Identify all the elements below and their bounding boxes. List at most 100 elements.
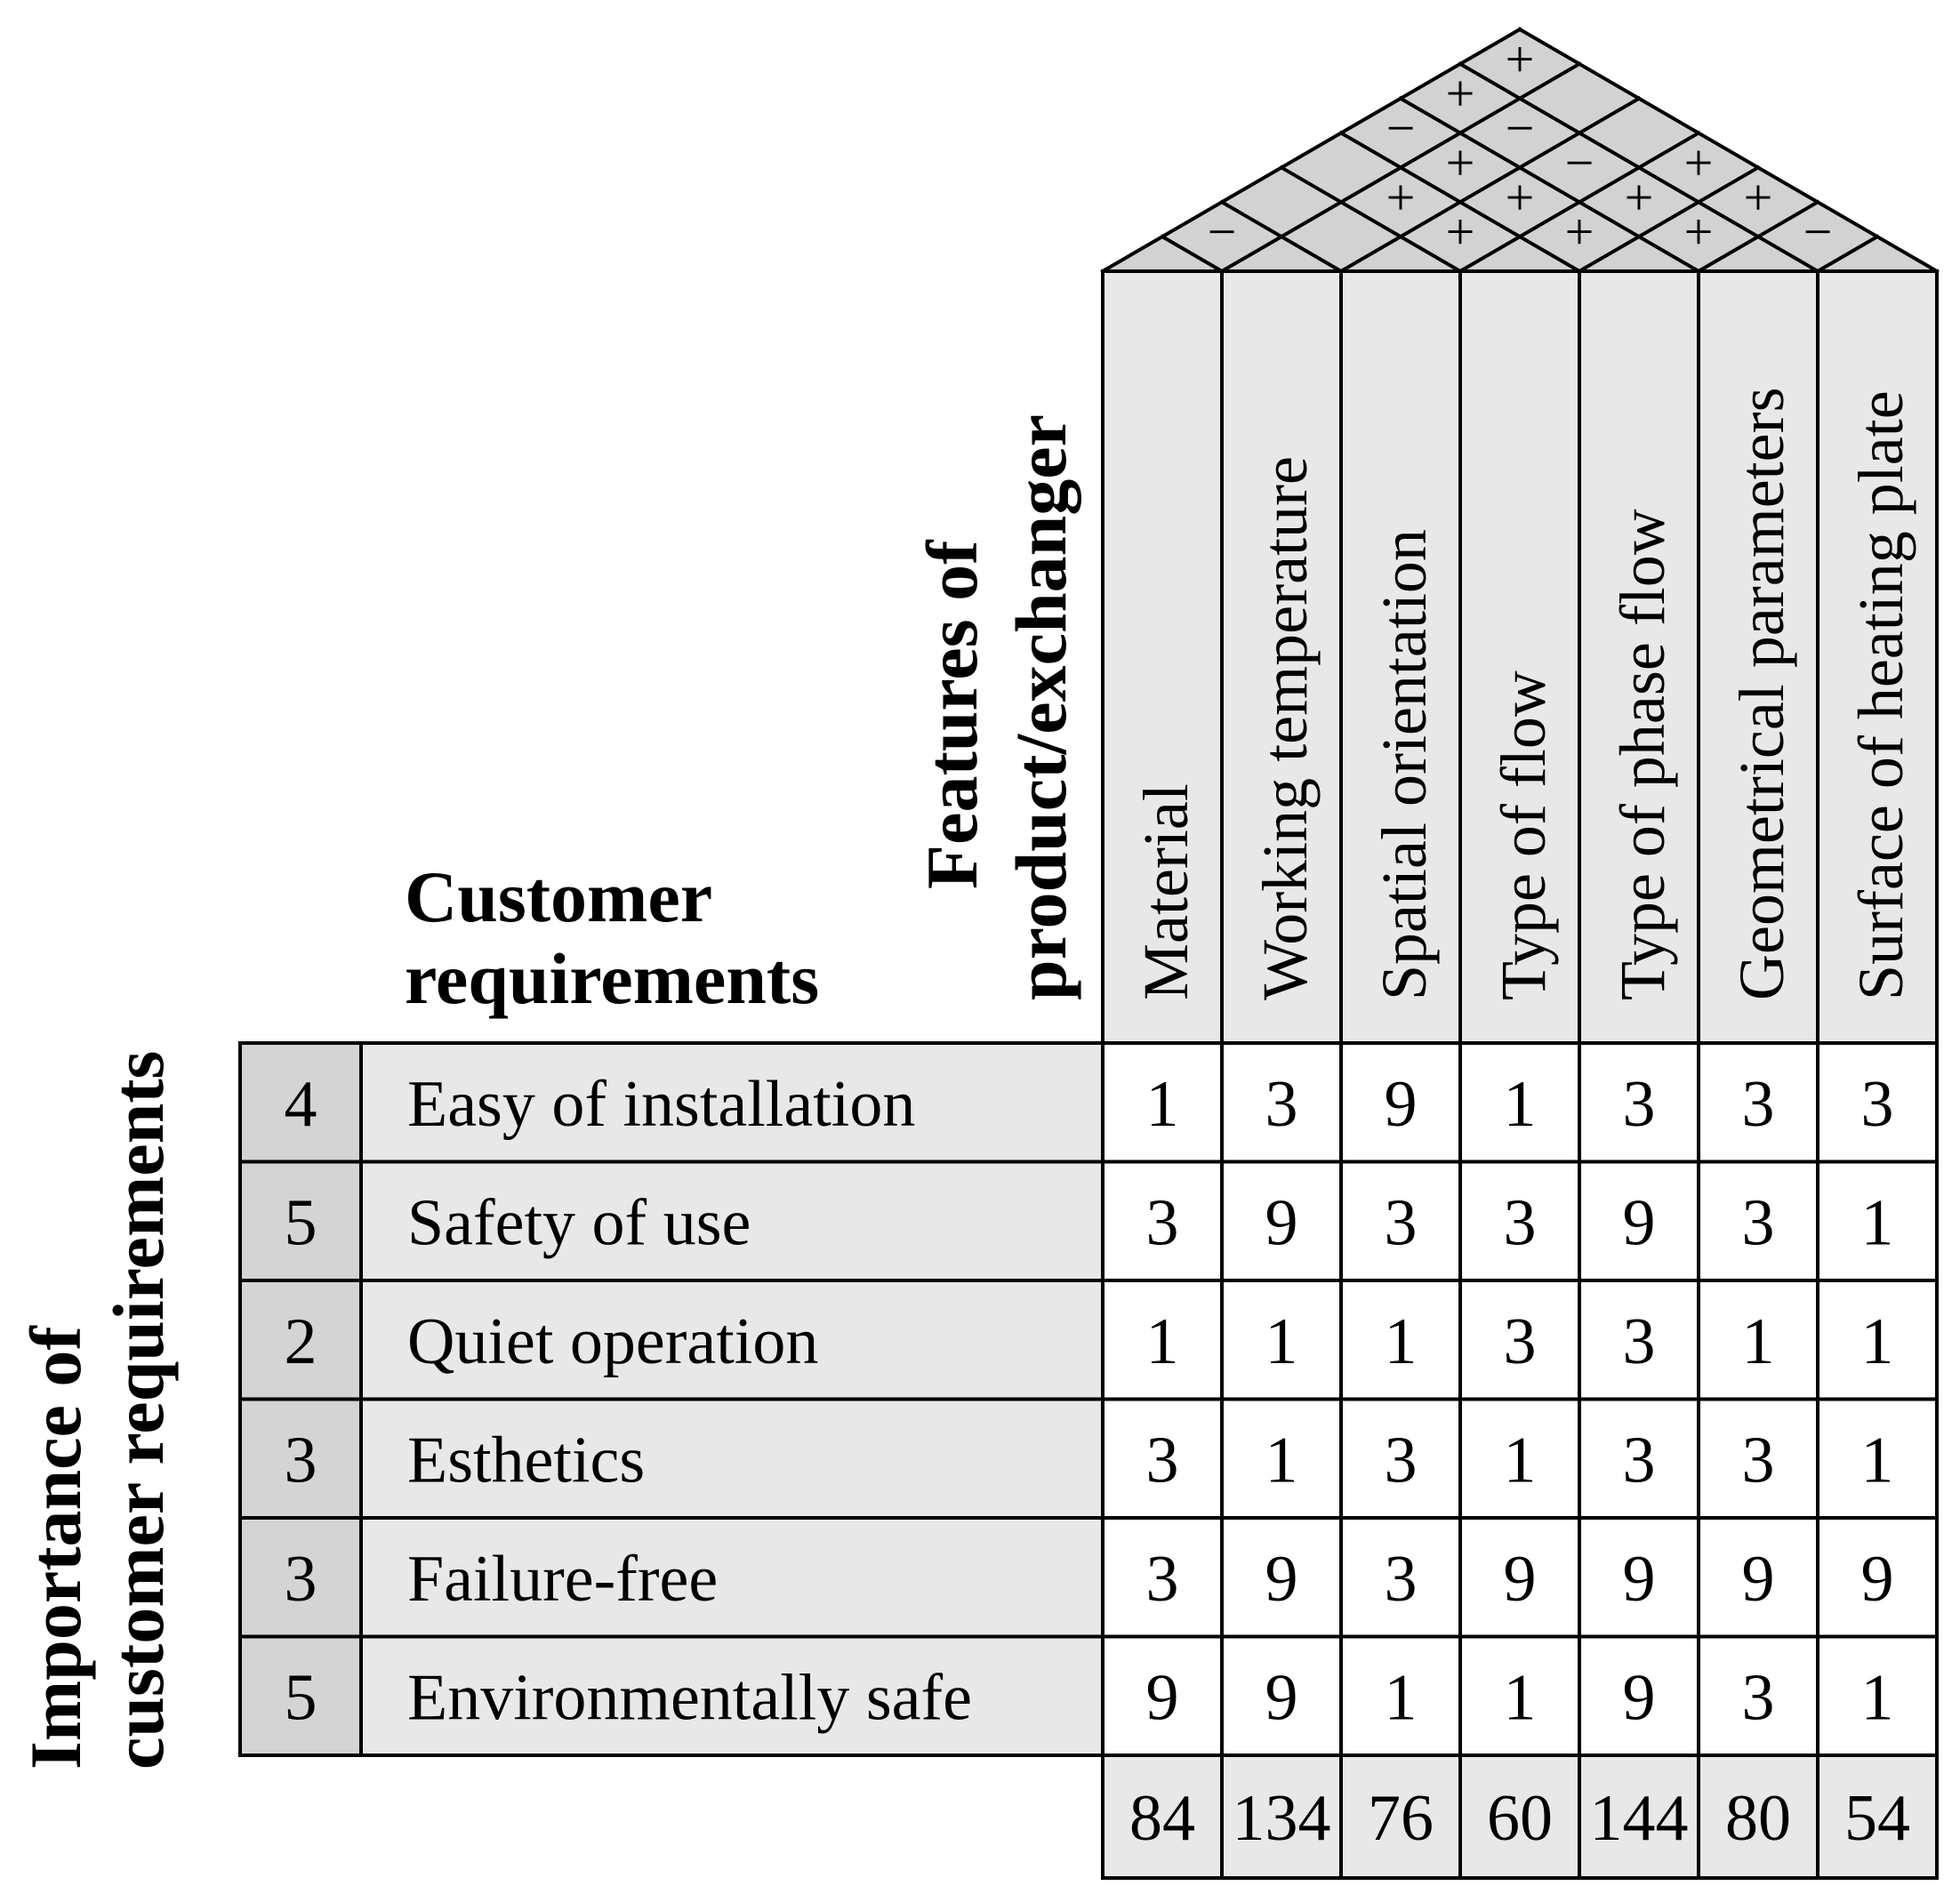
customer-requirements-header-line1: Customer	[405, 856, 712, 937]
roof-correlation-sign: +	[1625, 168, 1654, 226]
relationship-value: 3	[1623, 1305, 1656, 1378]
relationship-value: 1	[1146, 1068, 1179, 1141]
requirement-label: Easy of installation	[407, 1068, 915, 1141]
feature-total-value: 144	[1590, 1782, 1689, 1855]
relationship-value: 1	[1146, 1305, 1179, 1378]
roof-lattice-line-up	[1338, 95, 1642, 274]
roof-correlation-sign: −	[1565, 133, 1595, 191]
feature-header-label: Type of phase flow	[1607, 509, 1678, 1000]
totals-row-fill	[1103, 1755, 1937, 1878]
roof-correlation-sign: +	[1446, 65, 1475, 123]
relationship-value: 3	[1265, 1068, 1298, 1141]
roof-lattice-line-down	[1398, 95, 1701, 274]
requirement-label: Safety of use	[407, 1186, 751, 1259]
importance-value: 3	[285, 1543, 317, 1616]
importance-header-line2: customer requirements	[98, 1051, 179, 1770]
requirement-label: Environmentally safe	[407, 1661, 972, 1734]
features-header-line2: product/exchanger	[1000, 414, 1081, 1000]
roof-correlation-sign: −	[1803, 203, 1833, 261]
roof-correlation-sign: −	[1208, 203, 1237, 261]
requirement-label: Esthetics	[407, 1424, 645, 1497]
feature-header-fill	[1103, 271, 1937, 1043]
relationship-value: 3	[1742, 1661, 1775, 1734]
relationship-value: 1	[1385, 1305, 1418, 1378]
roof-lattice-line-up	[1577, 165, 1761, 274]
relationship-value: 1	[1385, 1661, 1418, 1734]
relationship-value: 9	[1265, 1543, 1298, 1616]
relationship-value: 9	[1504, 1543, 1537, 1616]
importance-value: 5	[285, 1186, 317, 1259]
roof-correlation-sign: +	[1684, 133, 1714, 191]
relationship-value: 9	[1742, 1543, 1775, 1616]
roof-lattice-line-down	[1160, 234, 1225, 274]
roof-left-edge	[1100, 27, 1522, 274]
roof-right-edge	[1517, 27, 1940, 274]
relationship-value: 1	[1742, 1305, 1775, 1378]
importance-value: 5	[285, 1661, 317, 1734]
roof-correlation-sign: +	[1386, 168, 1416, 226]
feature-total-value: 134	[1233, 1782, 1331, 1855]
roof-correlation-sign: +	[1565, 203, 1595, 261]
relationship-value: 3	[1385, 1543, 1418, 1616]
relationship-value: 3	[1146, 1543, 1179, 1616]
relationship-value: 9	[1623, 1661, 1656, 1734]
relationship-value: 3	[1504, 1186, 1537, 1259]
relationship-value: 9	[1146, 1661, 1179, 1734]
relationship-value: 3	[1146, 1424, 1179, 1497]
relationship-value: 1	[1504, 1661, 1537, 1734]
feature-total-value: 54	[1844, 1782, 1910, 1855]
importance-value: 3	[285, 1424, 317, 1497]
relationship-value: 9	[1623, 1186, 1656, 1259]
customer-requirements-header-line2: requirements	[405, 938, 819, 1019]
importance-value: 2	[285, 1305, 317, 1378]
feature-total-value: 76	[1368, 1782, 1434, 1855]
feature-header-label: Spatial orientation	[1369, 529, 1440, 1000]
importance-value: 4	[285, 1068, 317, 1141]
requirement-label: Quiet operation	[407, 1305, 818, 1378]
feature-header-label: Type of flow	[1488, 670, 1559, 1000]
relationship-value: 1	[1265, 1305, 1298, 1378]
roof-correlation-sign: +	[1446, 133, 1475, 191]
relationship-value: 3	[1504, 1305, 1537, 1378]
relationship-value: 3	[1146, 1186, 1179, 1259]
relationship-value: 1	[1265, 1424, 1298, 1497]
roof-correlation-sign: +	[1446, 203, 1475, 261]
relationship-value: 9	[1385, 1068, 1418, 1141]
feature-total-value: 84	[1129, 1782, 1195, 1855]
relationship-value: 3	[1385, 1424, 1418, 1497]
roof-correlation-sign: +	[1684, 203, 1714, 261]
relationship-value: 3	[1742, 1186, 1775, 1259]
relationship-value: 9	[1265, 1661, 1298, 1734]
roof-lattice-line-down	[1279, 165, 1463, 274]
relationship-value: 1	[1861, 1305, 1894, 1378]
roof-lattice-line-down	[1338, 130, 1582, 274]
roof-lattice-line-down	[1458, 61, 1820, 274]
relationship-value: 9	[1623, 1543, 1656, 1616]
relationship-value: 1	[1861, 1186, 1894, 1259]
relationship-value: 3	[1623, 1068, 1656, 1141]
feature-header-label: Surface of heating plate	[1845, 390, 1916, 1000]
roof-lattice-line-down	[1219, 199, 1344, 274]
relationship-value: 1	[1861, 1424, 1894, 1497]
feature-header-label: Working temperature	[1249, 456, 1321, 1000]
relationship-value: 3	[1623, 1424, 1656, 1497]
relationship-value: 3	[1742, 1424, 1775, 1497]
features-header-line1: Features of	[912, 539, 992, 889]
roof-correlation-sign: −	[1506, 100, 1535, 157]
feature-header-label: Material	[1130, 783, 1201, 1000]
requirement-label: Failure-free	[407, 1543, 718, 1616]
roof-correlation-sign: −	[1386, 100, 1416, 157]
relationship-value: 3	[1385, 1186, 1418, 1259]
relationship-value: 9	[1265, 1186, 1298, 1259]
feature-header-label: Geometrical parameters	[1726, 387, 1797, 1000]
relationship-value: 3	[1861, 1068, 1894, 1141]
relationship-value: 9	[1861, 1543, 1894, 1616]
roof-correlation-sign: +	[1506, 168, 1535, 226]
relationship-value: 1	[1504, 1068, 1537, 1141]
roof-correlation-sign: +	[1744, 168, 1773, 226]
roof-lattice-line-up	[1815, 234, 1880, 274]
relationship-value: 3	[1742, 1068, 1775, 1141]
feature-total-value: 60	[1487, 1782, 1553, 1855]
roof-correlation-sign: +	[1506, 30, 1535, 88]
